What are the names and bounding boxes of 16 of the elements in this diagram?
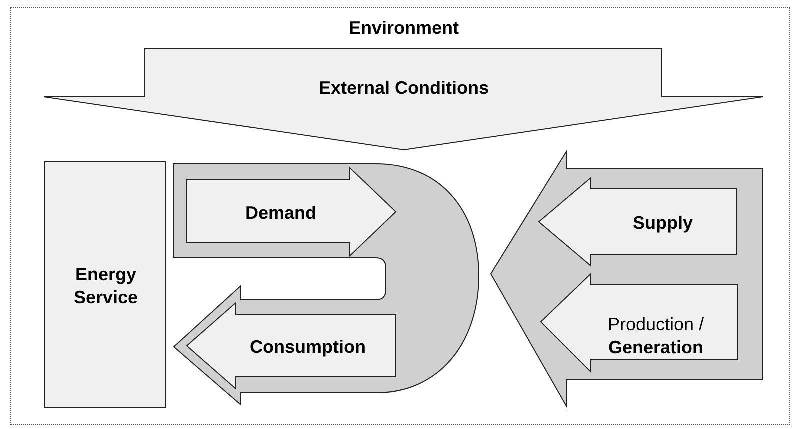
label-text: Energy Service (72, 264, 140, 308)
pointed-panel (491, 151, 763, 407)
service-box (44, 161, 166, 408)
pointed-banner (44, 49, 763, 150)
label-text: Production / Generation (606, 314, 706, 358)
label-text: Supply (633, 212, 693, 234)
pointed-panel (541, 274, 738, 372)
u-shaped-panel (174, 164, 479, 405)
pointed-panel (539, 178, 737, 266)
pointed-panel (187, 168, 396, 256)
pointed-panel (187, 303, 396, 389)
environment-frame (10, 7, 790, 425)
label-text: Consumption (250, 336, 366, 358)
label-text: Demand (246, 202, 316, 224)
label-text: External Conditions (319, 76, 489, 100)
heading-label: Environment (349, 16, 459, 40)
